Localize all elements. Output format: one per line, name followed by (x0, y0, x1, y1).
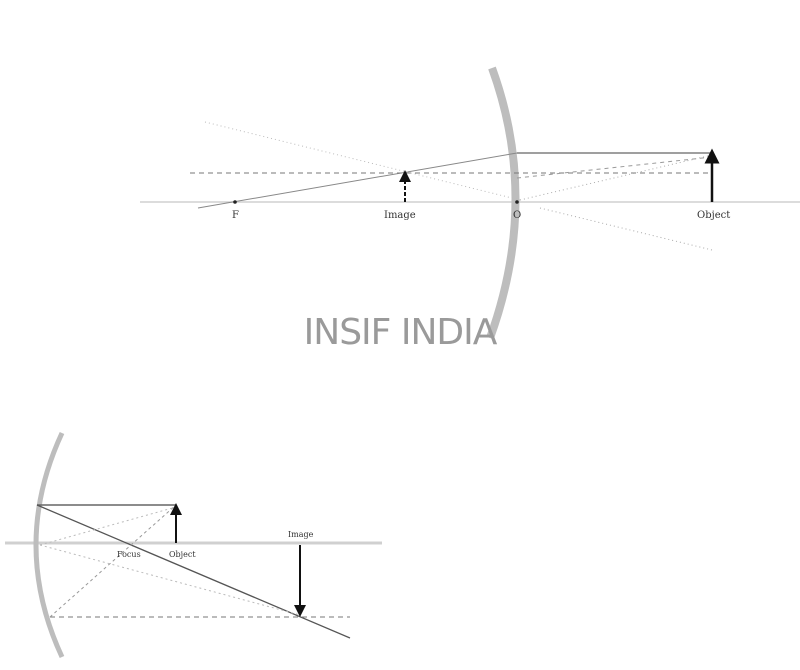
label-object: Object (169, 550, 196, 559)
label-focus: Focus (117, 550, 141, 559)
dotted-ray (39, 506, 177, 546)
label-image: Image (288, 530, 314, 539)
concave-mirror (33, 431, 65, 659)
label-focus: F (232, 210, 239, 221)
convex-mirror-diagram: F Image O Object (140, 66, 800, 340)
dotted-reflected-ray-2 (539, 207, 713, 251)
label-image: Image (384, 210, 416, 221)
reflected-ray (36, 504, 351, 639)
pole-point (515, 200, 519, 204)
label-object: Object (697, 210, 730, 221)
dashed-ray-to-object (49, 504, 177, 618)
concave-mirror-diagram: Focus Object Image (5, 431, 382, 659)
convex-mirror (486, 66, 520, 340)
dashed-ray-2 (516, 156, 713, 179)
virtual-ray-to-focus (197, 152, 518, 209)
focus-point (233, 200, 237, 204)
dotted-ray-to-object (519, 154, 713, 201)
watermark: INSIF INDIA (303, 312, 498, 353)
label-pole: O (513, 210, 521, 221)
